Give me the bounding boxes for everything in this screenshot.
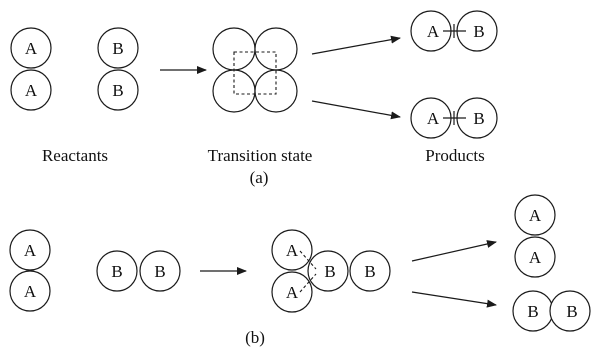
atom-label: B	[364, 262, 375, 281]
atom-label: A	[286, 283, 299, 302]
panel-b: A A B B A A B B	[9, 194, 591, 347]
atom-label: B	[473, 109, 484, 128]
atom-circle	[10, 27, 52, 69]
atom-label: A	[25, 81, 38, 100]
reaction-arrow	[311, 35, 401, 55]
atom-label: A	[529, 248, 542, 267]
reaction-arrow	[311, 100, 401, 120]
atom-circle	[307, 250, 349, 292]
reactant-b2-molecule: B B	[97, 27, 139, 111]
atom-circle	[514, 194, 556, 236]
atom-label: B	[566, 302, 577, 321]
reactant-a2-molecule: A A	[10, 27, 52, 111]
atom-label: A	[427, 22, 440, 41]
atom-circle	[514, 236, 556, 278]
dashed-bond-lines	[299, 250, 317, 293]
product-b2-molecule: B B	[512, 290, 591, 332]
transition-state-complex: A A B B	[271, 229, 391, 313]
atom-circle	[97, 27, 139, 69]
caption-transition-state: Transition state	[208, 146, 313, 165]
atom-label: B	[324, 262, 335, 281]
panel-a: A A B B A B	[10, 10, 498, 187]
atom-label: B	[154, 262, 165, 281]
atom-circle	[10, 69, 52, 111]
atom-label: B	[111, 262, 122, 281]
atom-label: A	[25, 39, 38, 58]
reactant-a2-molecule: A A	[9, 229, 51, 312]
atom-circle	[96, 250, 138, 292]
atom-circle	[254, 69, 298, 113]
atom-circle	[271, 271, 313, 313]
atom-circle	[9, 229, 51, 271]
atom-circle	[254, 27, 298, 71]
atom-label: A	[529, 206, 542, 225]
atom-label: A	[24, 282, 37, 301]
reactant-b2-molecule: B B	[96, 250, 181, 292]
atom-label: A	[286, 241, 299, 260]
atom-circle	[349, 250, 391, 292]
product-a2-molecule: A A	[514, 194, 556, 278]
atom-circle	[97, 69, 139, 111]
atom-label: A	[24, 241, 37, 260]
atom-label: B	[112, 39, 123, 58]
reaction-arrow	[411, 291, 497, 308]
transition-state-complex	[212, 27, 298, 113]
atom-circle	[271, 229, 313, 271]
atom-circle	[139, 250, 181, 292]
atom-label: A	[427, 109, 440, 128]
caption-products: Products	[425, 146, 485, 165]
atom-circle	[9, 270, 51, 312]
product-ab-molecule-2: A B	[410, 97, 498, 139]
atom-label: B	[473, 22, 484, 41]
reaction-arrow	[411, 240, 497, 262]
atom-label: B	[112, 81, 123, 100]
caption-reactants: Reactants	[42, 146, 108, 165]
panel-label-b: (b)	[245, 328, 265, 347]
product-ab-molecule-1: A B	[410, 10, 498, 52]
panel-label-a: (a)	[250, 168, 269, 187]
atom-circle	[549, 290, 591, 332]
atom-label: B	[527, 302, 538, 321]
dashed-bond-square	[233, 51, 277, 95]
